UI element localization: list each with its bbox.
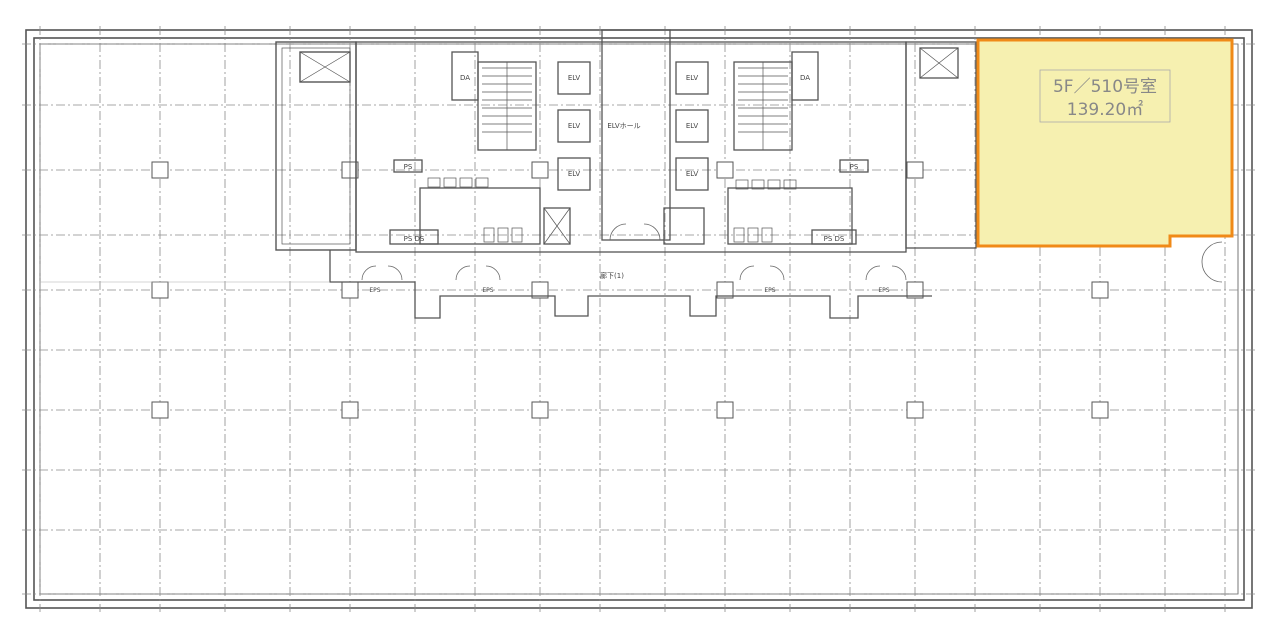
da-label: DA [460,74,470,82]
unit-area-label: 139.20㎡ [1067,100,1143,120]
right-core [905,41,977,249]
unit-510-highlight[interactable]: 5F／510号室 139.20㎡ [976,38,1234,248]
corridor-label: 廊下(1) [600,271,624,280]
column-marker [716,161,734,179]
elv-label: ELV [686,122,699,130]
elv-label: ELV [568,74,581,82]
column-marker [531,281,549,299]
room-labels: ELV ELV ELV ELV ELV ELV ELVホール 廊下(1) PS … [369,74,889,294]
column-marker [151,401,169,419]
column-marker [341,281,359,299]
ps-label: PS [850,163,859,171]
ps-ds-label: PS DS [404,235,425,243]
column-marker [906,281,924,299]
elv-hall-label: ELVホール [607,122,640,130]
elv-label: ELV [568,170,581,178]
unit-number-label: 5F／510号室 [1053,77,1157,97]
elv-label: ELV [568,122,581,130]
eps-label: EPS [369,287,380,294]
structural-columns [151,161,1109,419]
left-core [275,41,357,251]
eps-label: EPS [764,287,775,294]
ps-ds-label: PS DS [824,235,845,243]
column-marker [531,401,549,419]
structural-grid [22,26,1256,612]
eps-label: EPS [878,287,889,294]
column-marker [1091,281,1109,299]
column-marker [151,161,169,179]
eps-label: EPS [482,287,493,294]
column-marker [906,161,924,179]
ps-label: PS [404,163,413,171]
central-core [355,29,907,253]
column-marker [716,401,734,419]
column-marker [151,281,169,299]
elv-label: ELV [686,170,699,178]
corridor-wall [40,250,932,319]
column-marker [531,161,549,179]
column-marker [1091,401,1109,419]
column-marker [341,401,359,419]
column-marker [906,401,924,419]
column-marker [716,281,734,299]
elv-label: ELV [686,74,699,82]
da-label: DA [800,74,810,82]
doors [361,223,1223,283]
